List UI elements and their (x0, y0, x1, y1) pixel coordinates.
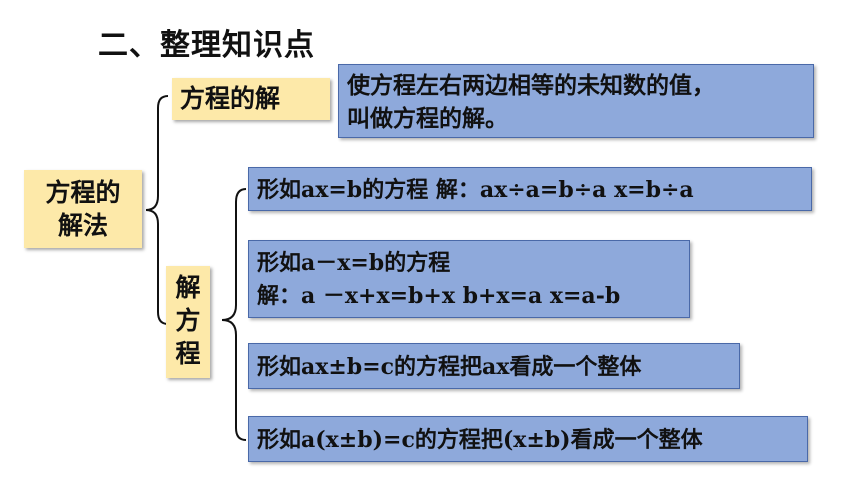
rule-3-text: 形如ax±b=c的方程把ax看成一个整体 (257, 354, 642, 380)
solution-definition-box: 使方程左右两边相等的未知数的值， 叫做方程的解。 (338, 64, 814, 138)
rule-2-line2: 解：a －x+x=b+x b+x=a x=a-b (257, 283, 621, 309)
left-label-line1: 方程的 (45, 178, 121, 207)
solution-label: 方程的解 (172, 78, 330, 120)
rule-4-text: 形如a(x±b)=c的方程把(x±b)看成一个整体 (257, 427, 703, 453)
definition-line2: 叫做方程的解。 (347, 106, 508, 132)
rules-brace (221, 188, 247, 441)
rule-box-a-paren: 形如a(x±b)=c的方程把(x±b)看成一个整体 (248, 416, 808, 462)
solving-char-3: 程 (175, 339, 201, 368)
solving-char-2: 方 (175, 306, 201, 335)
page-title: 二、整理知识点 (98, 28, 315, 63)
solving-char-1: 解 (175, 273, 201, 302)
method-of-equations-label: 方程的 解法 (24, 170, 142, 248)
rule-1-text: 形如ax=b的方程 解：ax÷a=b÷a x=b÷a (257, 177, 694, 203)
solving-equations-label: 解 方 程 (166, 266, 210, 378)
rule-box-ax-equals-b: 形如ax=b的方程 解：ax÷a=b÷a x=b÷a (248, 167, 812, 211)
definition-line1: 使方程左右两边相等的未知数的值， (347, 73, 715, 99)
left-label-line2: 解法 (57, 211, 108, 240)
rule-2-line1: 形如a－x=b的方程 (257, 250, 451, 276)
rule-box-ax-plusminus-b: 形如ax±b=c的方程把ax看成一个整体 (248, 343, 740, 389)
rule-box-a-minus-x: 形如a－x=b的方程 解：a －x+x=b+x b+x=a x=a-b (248, 240, 690, 318)
main-brace (145, 95, 169, 325)
